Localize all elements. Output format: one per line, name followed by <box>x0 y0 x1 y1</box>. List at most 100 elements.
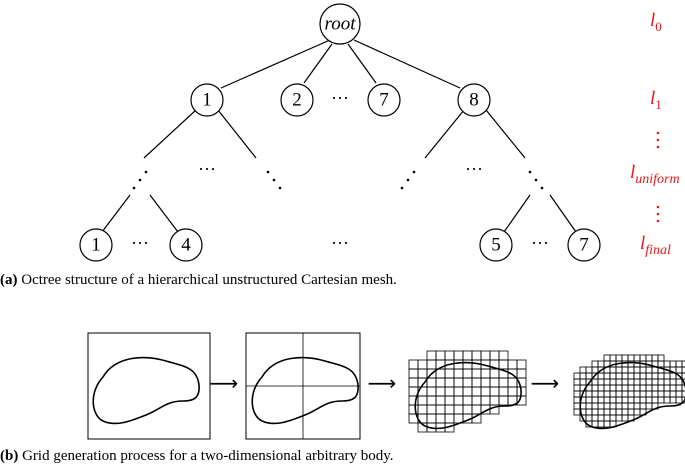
mesh-cell-refined <box>681 384 685 392</box>
mesh-cell <box>417 368 428 379</box>
mesh-cell-refined <box>639 402 647 410</box>
mesh-cell <box>453 368 464 379</box>
mesh-cell-refined <box>603 402 611 410</box>
mesh-cell <box>444 395 455 406</box>
mesh-cell-refined <box>675 384 683 392</box>
mesh-cell <box>435 386 446 397</box>
level-label-uniform: luniform <box>630 162 680 187</box>
mesh-cell <box>462 395 473 406</box>
leaf-node-7 <box>567 228 601 262</box>
node-l1-8 <box>457 83 491 117</box>
leaf-node-5-label: 5 <box>491 235 501 256</box>
mesh-cell-refined <box>681 360 685 368</box>
mesh-cell-refined <box>645 402 653 410</box>
mesh-cell <box>444 377 455 388</box>
leaf-node-1-label: 1 <box>91 235 101 256</box>
edge-leaf-4 <box>149 194 179 233</box>
leaf-node-1 <box>79 228 113 262</box>
mesh-cell <box>408 377 419 388</box>
mesh-cell <box>462 386 473 397</box>
mesh-cell-refined <box>615 378 623 386</box>
mesh-cell-refined <box>627 372 635 380</box>
mesh-cell-refined <box>645 384 653 392</box>
edge-leaf-5 <box>503 194 531 233</box>
mesh-cell <box>480 395 491 406</box>
mesh-cell-refined <box>681 378 685 386</box>
mesh-cell-refined <box>585 402 593 410</box>
domain-box-1 <box>87 332 211 440</box>
process-arrow-1: ⟶ <box>210 371 239 395</box>
mesh-cell-refined <box>681 396 685 404</box>
dots-diagonal-up-left <box>132 170 148 190</box>
mesh-cell-refined <box>603 390 611 398</box>
mesh-cell-refined <box>633 366 641 374</box>
mesh-cell <box>471 377 482 388</box>
edge-leaf-7 <box>549 194 577 233</box>
mesh-cell <box>498 386 509 397</box>
ellipsis-l1: ··· <box>331 88 349 108</box>
mesh-cell <box>426 386 437 397</box>
mesh-cell-refined <box>573 378 581 386</box>
mesh-cell-refined <box>585 372 593 380</box>
edge-root-1 <box>220 39 331 89</box>
mesh-cell-refined <box>615 402 623 410</box>
mesh-cell-refined <box>609 414 617 422</box>
caption-a-text: Octree structure of a hierarchical unstr… <box>17 272 397 288</box>
mesh-cell <box>462 404 473 415</box>
mesh-cell-refined <box>669 378 677 386</box>
mesh-cell-refined <box>597 360 605 368</box>
mesh-cell-refined <box>675 390 683 398</box>
mesh-cell-refined <box>591 414 599 422</box>
mesh-cell-refined <box>663 378 671 386</box>
mesh-cell-refined <box>597 390 605 398</box>
mesh-cell-refined <box>627 396 635 404</box>
mesh-cell-refined <box>621 354 629 362</box>
mesh-cell-refined <box>621 366 629 374</box>
mesh-cell-refined <box>609 408 617 416</box>
mesh-cell-refined <box>681 390 685 398</box>
mesh-cell-refined <box>657 396 665 404</box>
mesh-cell-refined <box>609 366 617 374</box>
mesh-cell-refined <box>573 408 581 416</box>
mesh-cell-refined <box>669 390 677 398</box>
mesh-cell-refined <box>639 366 647 374</box>
mesh-cell <box>462 368 473 379</box>
leaf-node-7-label: 7 <box>579 235 589 256</box>
mesh-cell <box>516 359 527 370</box>
mesh-cell <box>507 359 518 370</box>
mesh-cell <box>408 368 419 379</box>
refined-grid <box>573 354 685 428</box>
edge-root-8 <box>353 39 461 89</box>
mesh-cell-refined <box>591 360 599 368</box>
mesh-cell-refined <box>591 402 599 410</box>
mesh-cell-refined <box>603 372 611 380</box>
mesh-cell-refined <box>663 390 671 398</box>
octree-diagram: root 1 2 ··· 7 8 ··· ··· 1 ··· 4 ··· <box>79 3 601 262</box>
mesh-cell <box>471 368 482 379</box>
mesh-cell-refined <box>657 378 665 386</box>
node-l1-7 <box>367 83 401 117</box>
mesh-cell-refined <box>603 420 611 428</box>
mesh-cell-refined <box>633 390 641 398</box>
mesh-cell-refined <box>609 372 617 380</box>
mesh-cell-refined <box>585 408 593 416</box>
mesh-cell-refined <box>603 414 611 422</box>
mesh-cell-refined <box>633 354 641 362</box>
mesh-cell-refined <box>645 372 653 380</box>
dots-diagonal-up-right <box>400 170 416 190</box>
mesh-cell-refined <box>603 354 611 362</box>
mesh-cell-refined <box>603 408 611 416</box>
mesh-cell <box>489 368 500 379</box>
process-arrow-3: ⟶ <box>531 371 560 395</box>
mesh-cell-refined <box>597 420 605 428</box>
mesh-cell <box>435 413 446 424</box>
mesh-cell <box>444 404 455 415</box>
mesh-cell <box>507 386 518 397</box>
mesh-cell-refined <box>627 354 635 362</box>
mesh-cell-refined <box>609 378 617 386</box>
grid-process-diagram: ⟶ ⟶ ⟶ <box>87 332 685 440</box>
node-l1-7-label: 7 <box>379 90 389 111</box>
mesh-cell <box>471 395 482 406</box>
mesh-cell <box>444 350 455 361</box>
mesh-cell <box>480 368 491 379</box>
